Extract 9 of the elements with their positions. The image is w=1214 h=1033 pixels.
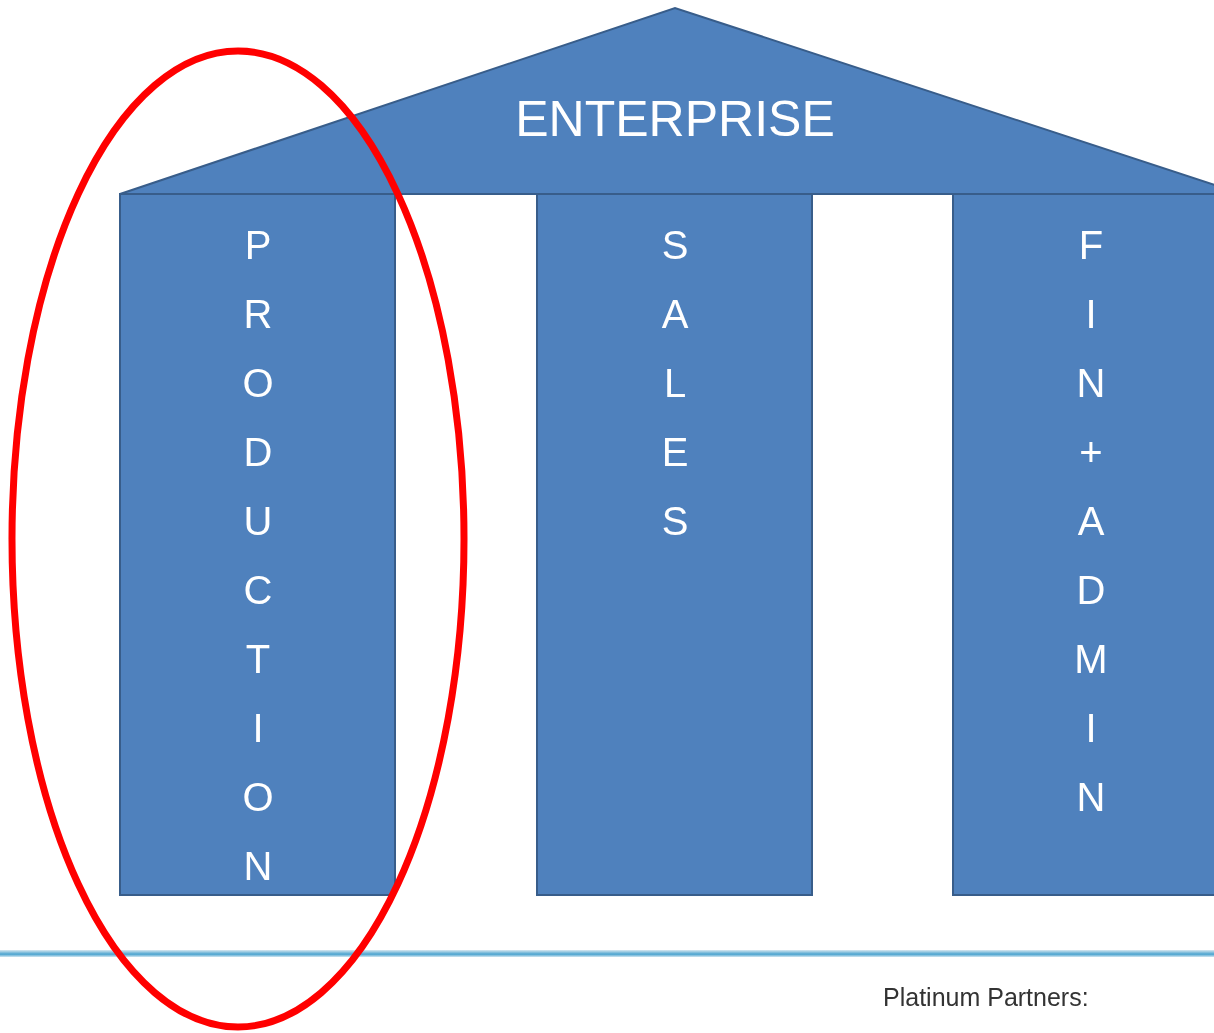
- pillar-box: [952, 193, 1214, 896]
- pillar-label: SALES: [652, 223, 697, 568]
- pillar-label: PRODUCTION: [235, 223, 280, 913]
- roof-label: ENTERPRISE: [515, 90, 835, 148]
- pillar-box: [119, 193, 396, 896]
- footer-text: Platinum Partners:: [883, 983, 1089, 1012]
- pillar-label: FIN+ADMIN: [1068, 223, 1113, 844]
- roof-triangle: [118, 6, 1214, 196]
- pillar-box: [536, 193, 813, 896]
